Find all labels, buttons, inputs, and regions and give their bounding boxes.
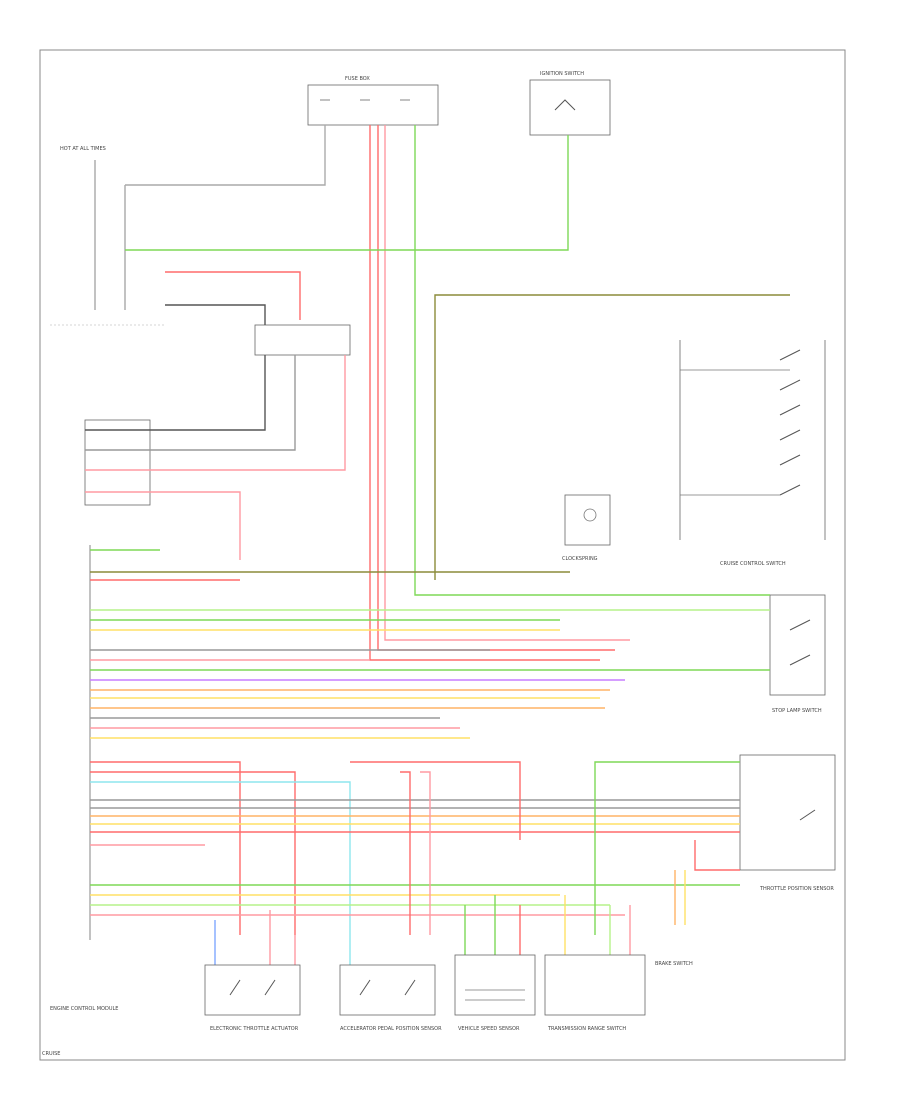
battery-fuse-block: HOT AT ALL TIMES bbox=[60, 146, 126, 310]
ignition-switch: IGNITION SWITCH bbox=[529, 71, 611, 136]
wire-red-block bbox=[85, 355, 346, 471]
ecm-connector-column: ENGINE CONTROL MODULE bbox=[50, 545, 118, 1012]
wire-pink-block bbox=[85, 491, 241, 560]
bottom-label-2: ACCELERATOR PEDAL POSITION SENSOR bbox=[340, 1026, 442, 1032]
wire-red-3 bbox=[384, 125, 630, 641]
bottom-label-3: VEHICLE SPEED SENSOR bbox=[458, 1026, 520, 1032]
cruise-control-switch: CRUISE CONTROL SWITCH bbox=[679, 340, 826, 567]
wire-dark-block bbox=[85, 355, 266, 431]
stop-lamp-switch: STOP LAMP SWITCH bbox=[769, 594, 826, 714]
fuse-box-label: FUSE BOX bbox=[345, 76, 370, 82]
wire-green-2 bbox=[125, 135, 569, 251]
clockspring: CLOCKSPRING bbox=[562, 494, 611, 562]
bus-red-low-1 bbox=[90, 761, 241, 935]
wire-red-mid bbox=[350, 761, 521, 840]
fuse-box: FUSE BOX bbox=[307, 76, 439, 126]
bus-cyan bbox=[90, 781, 351, 935]
tps-label: THROTTLE POSITION SENSOR bbox=[759, 886, 834, 892]
bus-red-low-2 bbox=[90, 771, 296, 935]
wire-red-1 bbox=[369, 125, 600, 661]
wire-gray-top bbox=[125, 125, 326, 186]
wire-olive bbox=[434, 294, 790, 580]
clockspring-label: CLOCKSPRING bbox=[562, 556, 598, 562]
wire-red-left bbox=[165, 271, 301, 320]
wire-gray-block bbox=[85, 355, 296, 451]
footer-tag: CRUISE bbox=[42, 1051, 60, 1057]
hot-label: HOT AT ALL TIMES bbox=[60, 146, 106, 152]
cruise-switch-label: CRUISE CONTROL SWITCH bbox=[720, 561, 786, 567]
wire-green-1 bbox=[414, 125, 770, 596]
transmission-range-switch: TRANSMISSION RANGE SWITCH bbox=[544, 954, 646, 1032]
left-connector bbox=[84, 419, 151, 506]
bottom-label-5: BRAKE SWITCH bbox=[655, 961, 693, 967]
vehicle-speed-sensor: VEHICLE SPEED SENSOR bbox=[454, 954, 536, 1032]
wire-red-mid-3 bbox=[420, 771, 431, 935]
throttle-actuator: ELECTRONIC THROTTLE ACTUATOR bbox=[204, 964, 301, 1032]
wire-green-tps bbox=[594, 761, 740, 935]
diagram-frame bbox=[39, 49, 846, 1061]
wire-dark-left bbox=[165, 304, 266, 325]
wire-red-tps bbox=[694, 840, 740, 871]
ecm-label: ENGINE CONTROL MODULE bbox=[50, 1006, 118, 1012]
relay-box bbox=[254, 324, 351, 356]
ignition-label: IGNITION SWITCH bbox=[540, 71, 584, 77]
accelerator-pedal-sensor: ACCELERATOR PEDAL POSITION SENSOR bbox=[339, 964, 442, 1032]
stop-lamp-label: STOP LAMP SWITCH bbox=[772, 708, 822, 714]
throttle-position-sensor: THROTTLE POSITION SENSOR bbox=[739, 754, 836, 892]
wire-red-2 bbox=[377, 125, 615, 651]
bottom-label-1: ELECTRONIC THROTTLE ACTUATOR bbox=[210, 1026, 299, 1032]
wire-red-mid-2 bbox=[400, 771, 411, 935]
bottom-label-4: TRANSMISSION RANGE SWITCH bbox=[547, 1026, 626, 1032]
brake-switch: BRAKE SWITCH bbox=[655, 961, 693, 967]
